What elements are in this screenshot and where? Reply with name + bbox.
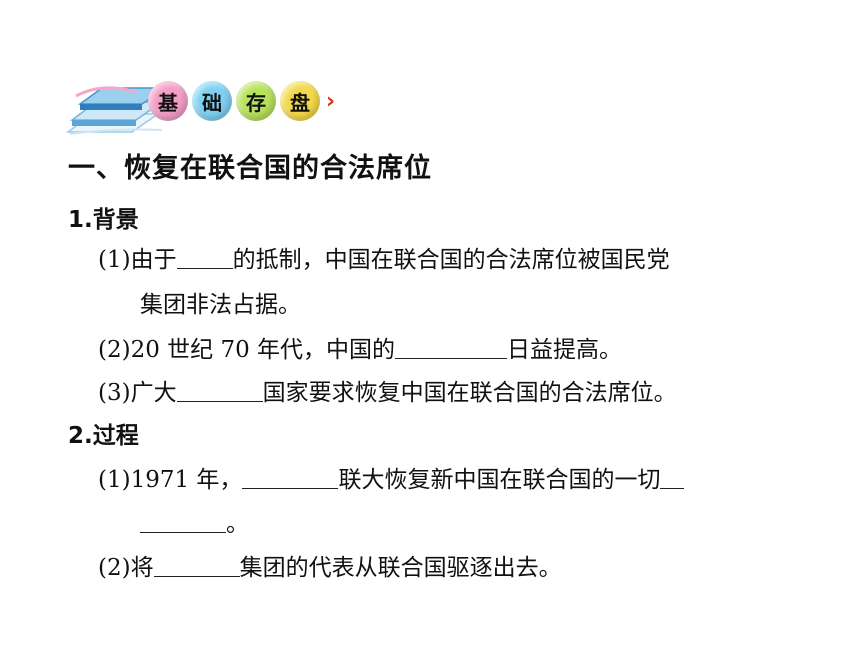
background-item-1: (1)由于 的抵制，中国在联合国的合法席位被国民党 xyxy=(98,240,670,274)
chevron-right-icon: › xyxy=(326,88,336,114)
process-item-1-cont: 。 xyxy=(140,504,249,538)
blank xyxy=(660,466,685,489)
background-heading: 1.背景 xyxy=(68,207,139,233)
background-item-3: (3)广大 国家要求恢复中国在联合国的合法席位。 xyxy=(98,373,677,407)
section-title: 一、恢复在联合国的合法席位 xyxy=(68,153,432,184)
blank xyxy=(395,336,508,359)
title-bubbles: 基 础 存 盘 › xyxy=(148,81,335,121)
bubble-1: 基 xyxy=(148,81,188,121)
text: 。 xyxy=(226,511,249,537)
blank xyxy=(242,466,339,489)
process-item-1: (1)1971 年， 联大恢复新中国在联合国的一切 xyxy=(98,460,685,494)
text: 日益提高。 xyxy=(507,337,623,363)
section-logo: 基 础 存 盘 › xyxy=(62,74,335,138)
bubble-4: 盘 xyxy=(280,81,320,121)
bubble-2: 础 xyxy=(192,81,232,121)
text: 联大恢复新中国在联合国的一切 xyxy=(338,467,661,493)
text: (2)将 xyxy=(98,555,154,581)
blank xyxy=(176,246,233,269)
book-stack-icon xyxy=(65,86,169,135)
bubble-3: 存 xyxy=(236,81,276,121)
blank xyxy=(153,554,240,577)
blank xyxy=(176,379,263,402)
text: (2)20 世纪 70 年代，中国的 xyxy=(98,337,396,363)
background-item-2: (2)20 世纪 70 年代，中国的 日益提高。 xyxy=(98,330,622,364)
text: (1)由于 xyxy=(98,247,177,273)
blank xyxy=(140,510,226,533)
text: (3)广大 xyxy=(98,380,177,406)
text: (1)1971 年， xyxy=(98,467,243,493)
text: 的抵制，中国在联合国的合法席位被国民党 xyxy=(232,247,670,273)
process-heading: 2.过程 xyxy=(68,423,139,449)
text: 国家要求恢复中国在联合国的合法席位。 xyxy=(262,380,677,406)
background-item-1-cont: 集团非法占据。 xyxy=(140,292,301,318)
process-item-2: (2)将 集团的代表从联合国驱逐出去。 xyxy=(98,548,562,582)
text: 集团的代表从联合国驱逐出去。 xyxy=(239,555,562,581)
